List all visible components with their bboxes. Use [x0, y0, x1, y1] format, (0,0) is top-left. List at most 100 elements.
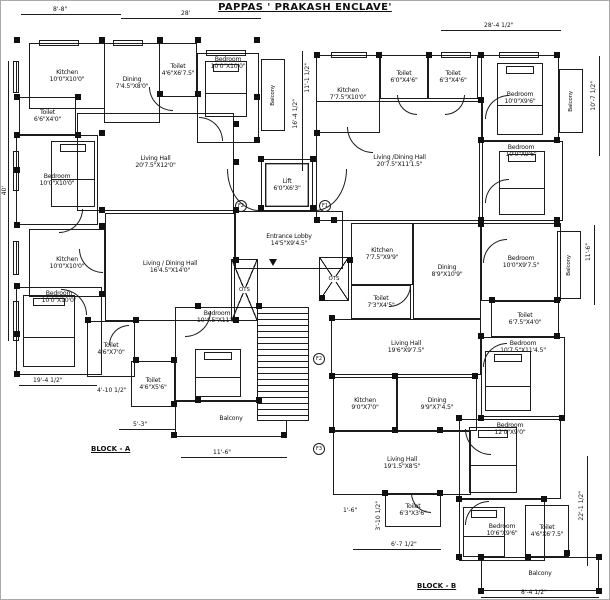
column-marker — [554, 297, 560, 303]
ots-shaft-b: OTS — [319, 257, 349, 301]
column-marker — [233, 207, 239, 213]
column-marker — [392, 427, 398, 433]
dim-line — [481, 597, 599, 598]
dim-label: 4'-10 1/2" — [97, 387, 127, 394]
column-marker — [14, 222, 20, 228]
column-marker — [99, 130, 105, 136]
column-marker — [14, 331, 20, 337]
column-marker — [478, 554, 484, 560]
column-marker — [99, 37, 105, 43]
dim-label: 40' — [1, 186, 8, 196]
column-marker — [14, 283, 20, 289]
dim-line — [8, 61, 9, 341]
column-marker — [329, 427, 335, 433]
block-b-label: BLOCK - B — [417, 582, 457, 590]
dim-label: 1'-6" — [343, 507, 358, 514]
column-marker — [195, 303, 201, 309]
ots-shaft-a: OTS — [231, 259, 258, 321]
column-marker — [554, 137, 560, 143]
column-marker — [171, 432, 177, 438]
column-marker — [254, 94, 260, 100]
column-marker — [14, 37, 20, 43]
column-marker — [456, 415, 462, 421]
column-marker — [329, 373, 335, 379]
column-marker — [233, 159, 239, 165]
bed-icon — [195, 349, 241, 397]
dim-line — [302, 51, 303, 171]
dim-label: 11'-6" — [585, 243, 592, 262]
bed-icon — [205, 61, 247, 117]
column-marker — [254, 37, 260, 43]
column-marker — [171, 357, 177, 363]
column-marker — [171, 401, 177, 407]
column-marker — [564, 550, 570, 556]
dim-line — [119, 429, 175, 430]
window-icon — [13, 301, 19, 341]
dim-label: 5'-3" — [133, 421, 148, 428]
column-marker — [99, 291, 105, 297]
dim-label: 28' — [181, 10, 191, 17]
room-balcony-core: Balcony — [261, 59, 285, 131]
column-marker — [14, 132, 20, 138]
grid-marker-f2b: F2 — [313, 353, 325, 365]
column-marker — [478, 97, 484, 103]
column-marker — [99, 207, 105, 213]
column-marker — [541, 496, 547, 502]
dim-line — [353, 549, 441, 550]
dim-line — [594, 225, 595, 305]
column-marker — [554, 52, 560, 58]
dim-line — [599, 56, 600, 156]
column-marker — [85, 317, 91, 323]
dim-line — [181, 457, 287, 458]
room-balcony-b2: Balcony — [557, 231, 581, 299]
window-icon — [39, 40, 79, 46]
dim-line — [19, 385, 97, 386]
column-marker — [478, 415, 484, 421]
column-marker — [99, 223, 105, 229]
column-marker — [14, 167, 20, 173]
column-marker — [310, 205, 316, 211]
column-marker — [478, 52, 484, 58]
column-marker — [376, 52, 382, 58]
dim-label: 6'-7 1/2" — [391, 541, 417, 548]
column-marker — [554, 217, 560, 223]
column-marker — [254, 137, 260, 143]
column-marker — [75, 94, 81, 100]
column-marker — [314, 52, 320, 58]
staircase — [257, 307, 309, 421]
column-marker — [347, 257, 353, 263]
ots-label: OTS — [327, 276, 341, 282]
column-marker — [437, 490, 443, 496]
block-a-label: BLOCK - A — [91, 445, 131, 453]
window-icon — [331, 52, 367, 58]
column-marker — [478, 221, 484, 227]
column-marker — [258, 156, 264, 162]
column-marker — [329, 315, 335, 321]
column-marker — [554, 333, 560, 339]
room-balcony-b1: Balcony — [559, 69, 583, 133]
bed-icon — [51, 141, 95, 207]
column-marker — [233, 257, 239, 263]
window-icon — [13, 241, 19, 275]
column-marker — [456, 496, 462, 502]
window-icon — [113, 40, 143, 46]
entrance-arrow-icon — [269, 259, 277, 266]
column-marker — [256, 303, 262, 309]
